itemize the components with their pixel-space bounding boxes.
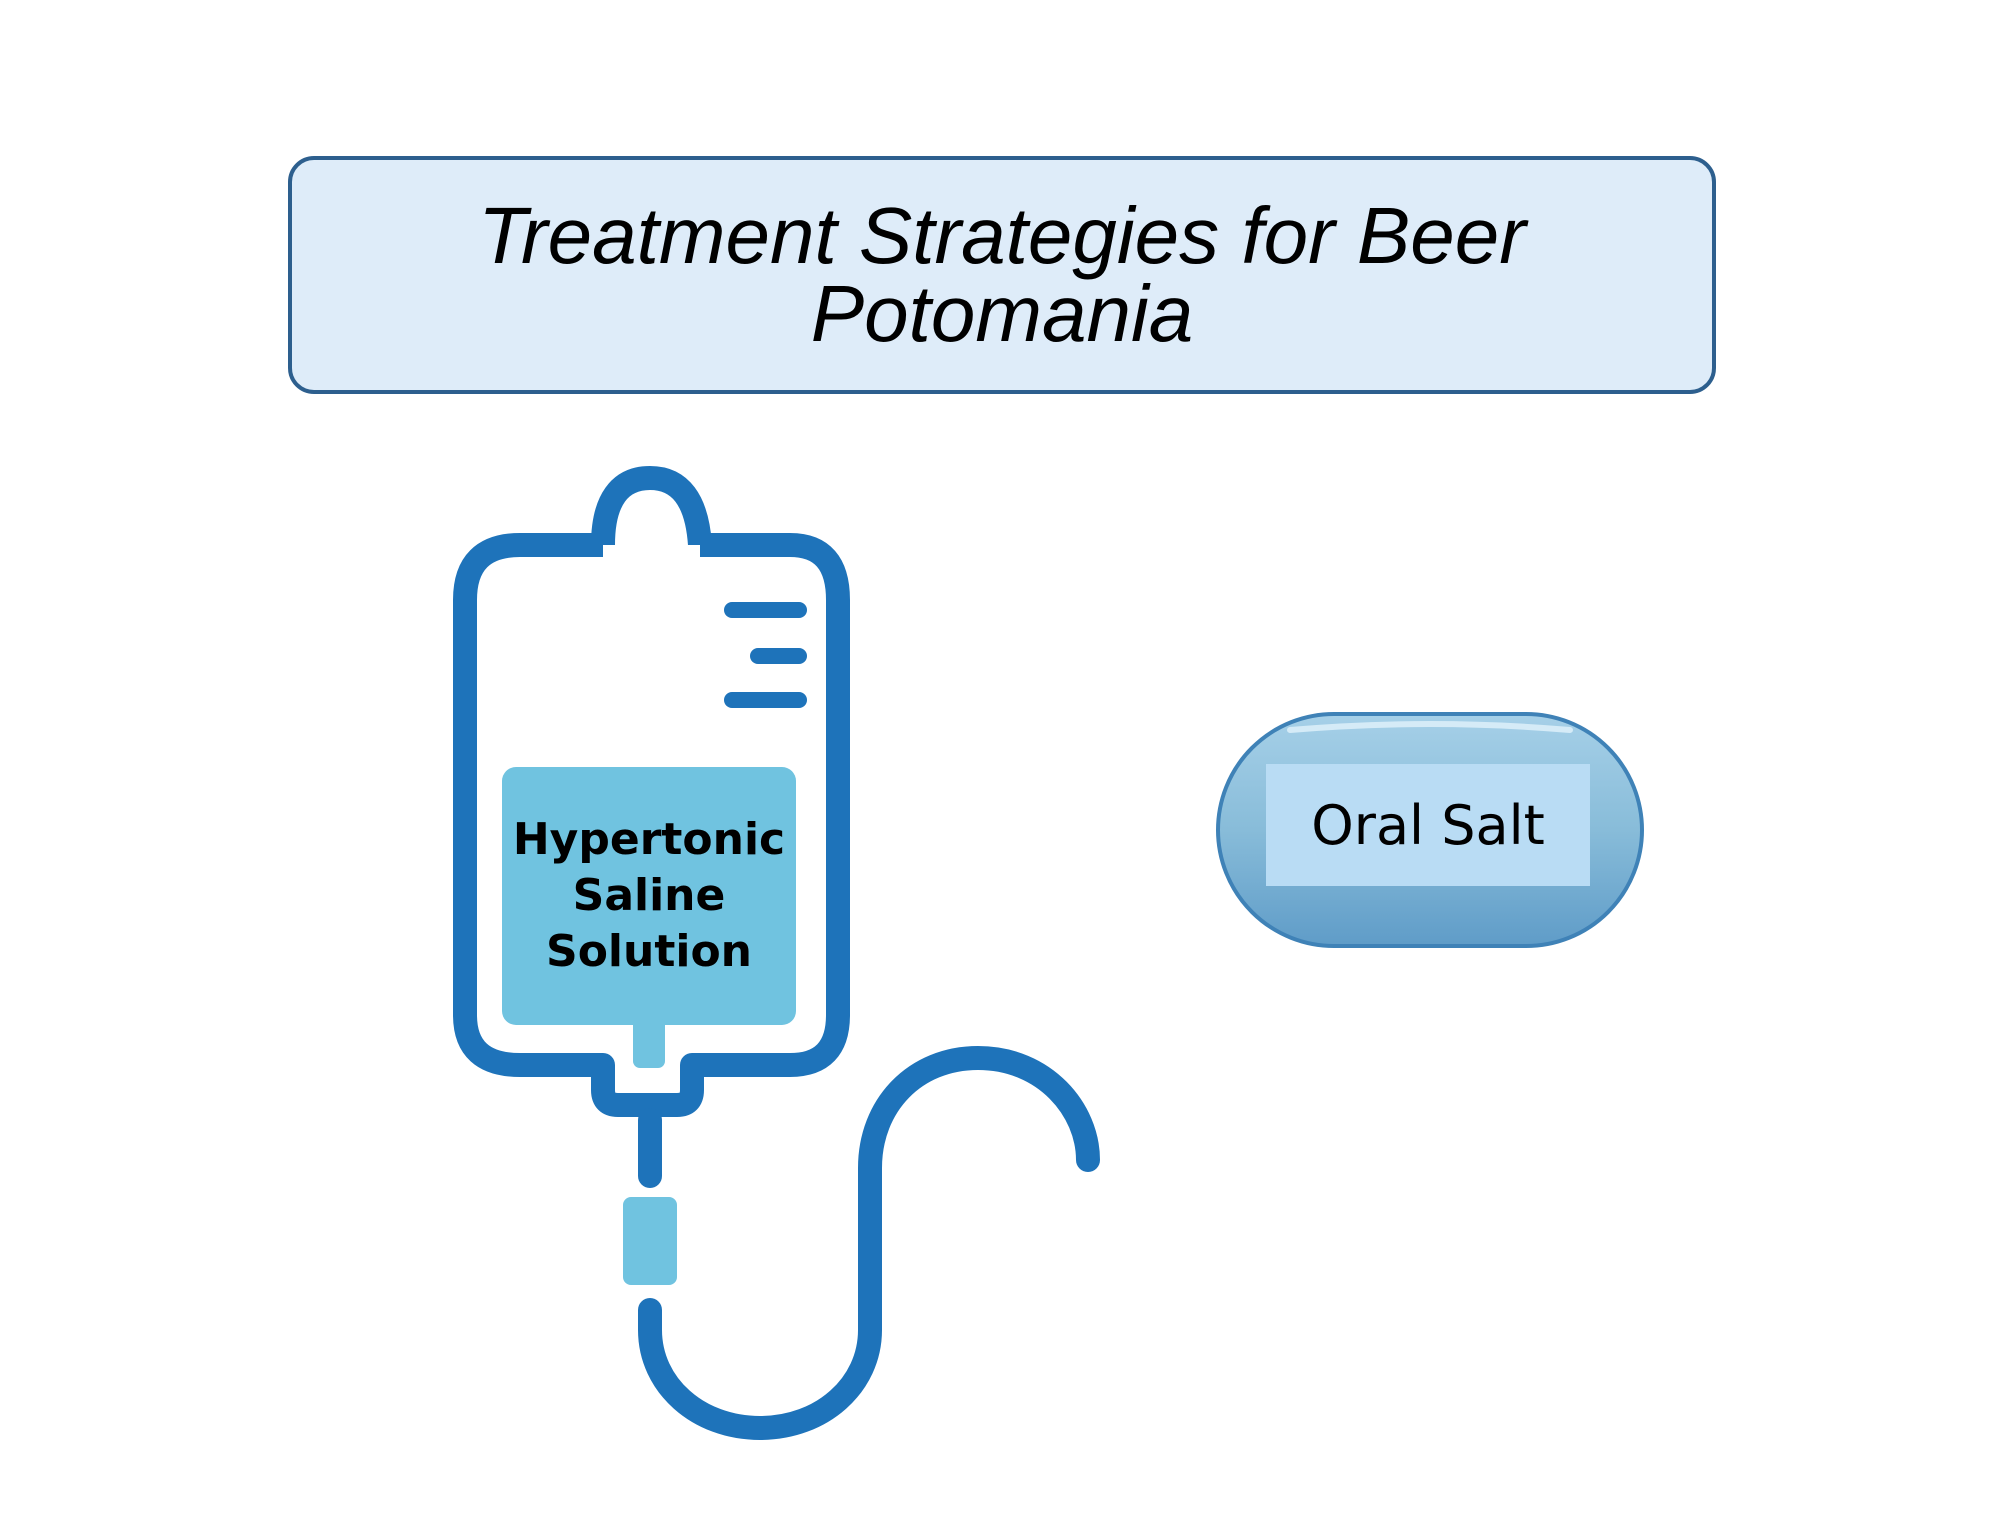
iv-tube-lower	[638, 1046, 1100, 1440]
iv-label-line-3: Solution	[546, 926, 752, 977]
title-line-1: Treatment Strategies for Beer	[478, 191, 1526, 280]
iv-fluid	[502, 767, 796, 1025]
iv-tube-icon	[623, 1046, 1100, 1440]
title-box: Treatment Strategies for Beer Potomania	[288, 156, 1716, 394]
drip-chamber-icon	[623, 1197, 677, 1285]
iv-bag-icon	[453, 466, 850, 1117]
oral-salt-label: Oral Salt	[1311, 793, 1545, 857]
pill-highlight	[1287, 721, 1573, 733]
iv-bag-label: Hypertonic Saline Solution	[502, 767, 796, 1025]
iv-label-line-1: Hypertonic	[512, 814, 786, 865]
iv-fluid-neck	[633, 1018, 665, 1068]
iv-label-line-2: Saline	[572, 870, 726, 921]
iv-hanger	[591, 466, 712, 557]
title-line-2: Potomania	[810, 269, 1194, 358]
pill-label-area	[1266, 764, 1590, 886]
pill-icon	[1216, 712, 1644, 948]
